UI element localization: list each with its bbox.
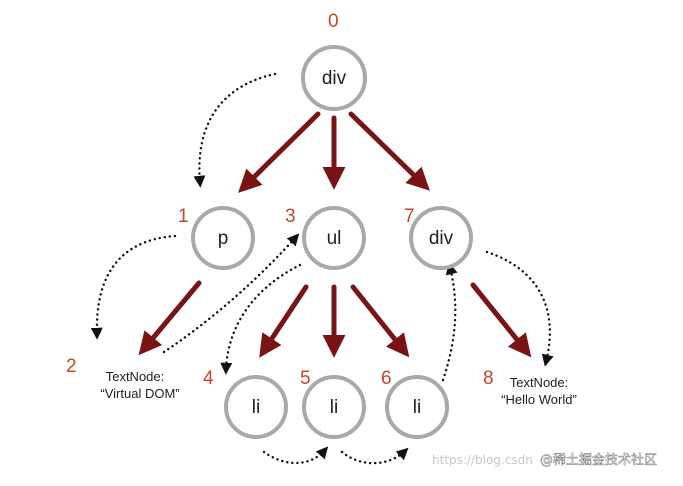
edge-div-to-textnode: [470, 282, 532, 358]
index-label-ul: 3: [285, 206, 296, 227]
index-label-virtual-dom: 2: [66, 356, 77, 377]
traversal-3-to-4: [220, 263, 302, 375]
index-label-li1: 4: [203, 368, 214, 389]
traversal-arrows: [90, 72, 554, 465]
node-label-li1: li: [252, 397, 260, 418]
index-labels: 0 1 3 7 2 4 5 6 8: [66, 11, 494, 389]
traversal-0-to-1: [193, 72, 277, 188]
textnode-virtual-dom-type: TextNode:: [106, 369, 165, 384]
index-label-li2: 5: [300, 368, 311, 389]
index-label-div-child: 7: [404, 206, 415, 227]
textnode-hello-world-type: TextNode:: [510, 375, 569, 390]
node-label-div-root: div: [322, 68, 347, 89]
node-li-1: li: [224, 375, 288, 439]
node-label-ul: ul: [327, 228, 342, 249]
textnode-hello-world: TextNode: “Hello World”: [501, 375, 577, 407]
edge-ul-to-li3: [350, 284, 410, 358]
node-label-li3: li: [413, 397, 421, 418]
watermark-url: https://blog.csdn: [432, 453, 533, 467]
index-label-li3: 6: [381, 368, 392, 389]
watermark-site: @稀土掘金技术社区: [540, 452, 657, 468]
traversal-7-to-8: [485, 250, 554, 367]
node-div-root: div: [301, 45, 367, 111]
node-label-li2: li: [330, 397, 338, 418]
index-label-div-root: 0: [328, 11, 339, 32]
watermark: https://blog.csdn @稀土掘金技术社区: [432, 452, 657, 468]
index-label-p: 1: [178, 206, 189, 227]
textnode-virtual-dom: TextNode: “Virtual DOM”: [100, 369, 179, 401]
tree-edges: [138, 111, 532, 358]
node-li-3: li: [385, 375, 449, 439]
node-label-p: p: [218, 228, 229, 249]
traversal-4-to-5: [262, 446, 329, 465]
traversal-2-to-3: [162, 233, 300, 354]
textnode-virtual-dom-value: “Virtual DOM”: [100, 386, 179, 401]
textnode-hello-world-value: “Hello World”: [501, 392, 577, 407]
node-p: p: [191, 206, 255, 270]
node-li-2: li: [302, 375, 366, 439]
edge-div-to-div: [348, 111, 430, 191]
traversal-5-to-6: [340, 447, 409, 465]
edge-p-to-textnode: [138, 280, 202, 356]
edge-div-to-p: [238, 111, 321, 193]
traversal-1-to-2: [90, 234, 177, 340]
index-label-hello-world: 8: [483, 368, 494, 389]
node-div-child: div: [409, 206, 473, 270]
node-label-div-child: div: [429, 228, 454, 249]
node-ul: ul: [302, 206, 366, 270]
edge-ul-to-li1: [259, 284, 309, 358]
traversal-6-to-7: [441, 262, 458, 382]
